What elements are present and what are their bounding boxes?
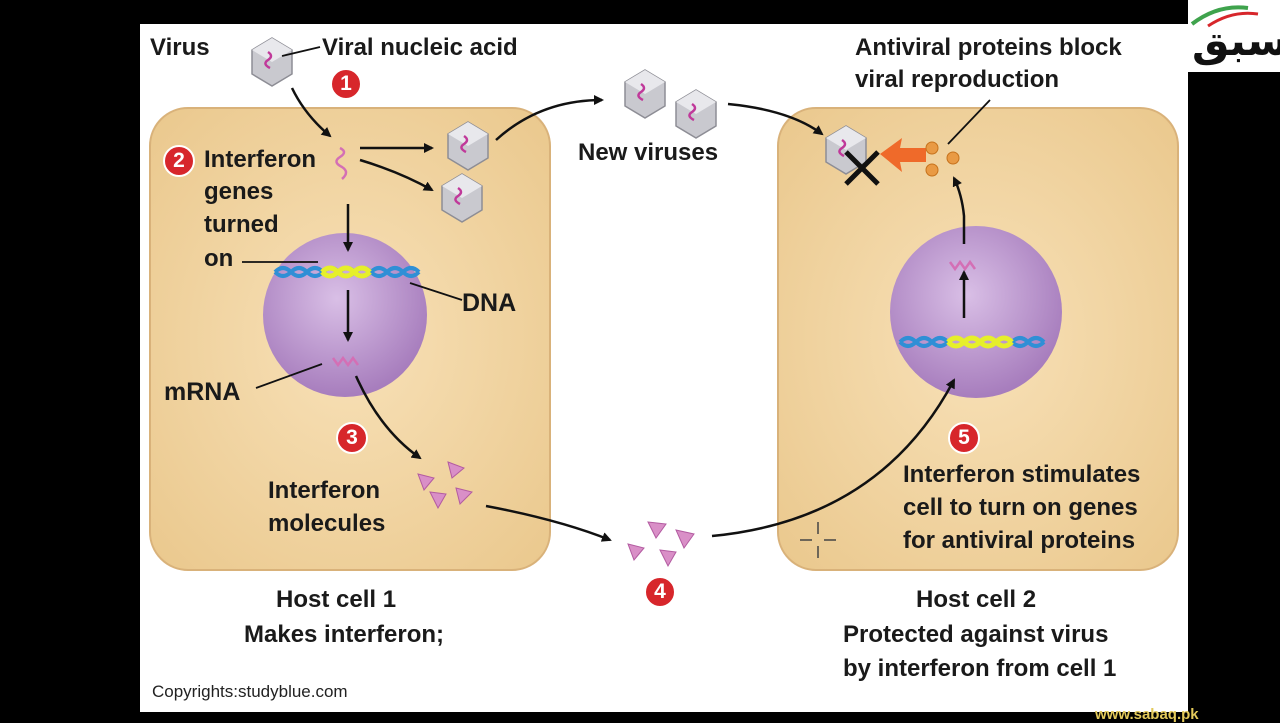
label-stimulates-1: Interferon stimulates [903,461,1141,488]
block-arrow [880,138,926,172]
copyright-text: Copyrights:studyblue.com [152,682,348,701]
label-interferon-molecules-2: molecules [268,510,386,537]
step-badge-5: 5 [948,422,980,454]
logo-text: سبق [1192,16,1280,65]
dna-helix-2 [898,335,1046,349]
dna-helix-1 [273,265,421,279]
label-antiviral-2: viral reproduction [855,66,1060,93]
label-host-cell-1: Host cell 1 [276,586,397,613]
mrna-strand-2 [948,259,977,272]
label-host-cell-2-desc-2: by interferon from cell 1 [843,655,1117,682]
label-interferon-genes-2: genes [204,178,274,205]
label-host-cell-1-desc: Makes interferon; [244,621,445,648]
label-host-cell-2: Host cell 2 [916,586,1037,613]
label-dna: DNA [462,289,517,317]
antiviral-protein-dots [925,141,960,177]
interferon-molecules-transit [627,521,695,568]
sabaq-logo [1188,0,1280,72]
nucleus-1 [263,233,427,397]
label-interferon-molecules-1: Interferon [268,477,381,504]
mrna-strand-1 [331,355,360,368]
virus-particle-released-2 [675,89,717,139]
label-antiviral-1: Antiviral proteins block [855,34,1122,61]
label-viral-nucleic-acid: Viral nucleic acid [322,34,518,61]
label-stimulates-3: for antiviral proteins [903,527,1136,554]
label-mrna: mRNA [164,378,241,406]
label-host-cell-2-desc-1: Protected against virus [843,621,1109,648]
process-arrows [290,87,969,542]
step-badge-2: 2 [163,145,195,177]
interferon-molecules-cell1 [417,461,473,510]
step-badge-1: 1 [330,68,362,100]
virus-particle-new-2 [441,173,483,223]
label-interferon-genes-3: turned [204,211,279,238]
step-badge-4: 4 [644,576,676,608]
label-stimulates-2: cell to turn on genes [903,494,1138,521]
virus-particle-released-1 [624,69,666,119]
step-badge-3: 3 [336,422,368,454]
website-text: www.sabaq.pk [1095,706,1199,723]
nucleus-2 [890,226,1062,398]
leader-lines [242,46,991,389]
logo-swoosh-icon [1190,5,1259,28]
viral-nucleic-acid-squiggle [335,146,348,180]
virus-particle-new-1 [447,121,489,171]
label-new-viruses: New viruses [578,139,719,166]
label-interferon-genes-1: Interferon [204,146,317,173]
label-interferon-genes-4: on [204,245,234,272]
block-x-mark [844,150,880,186]
cursor-crosshair [800,522,836,558]
label-virus: Virus [150,34,210,61]
